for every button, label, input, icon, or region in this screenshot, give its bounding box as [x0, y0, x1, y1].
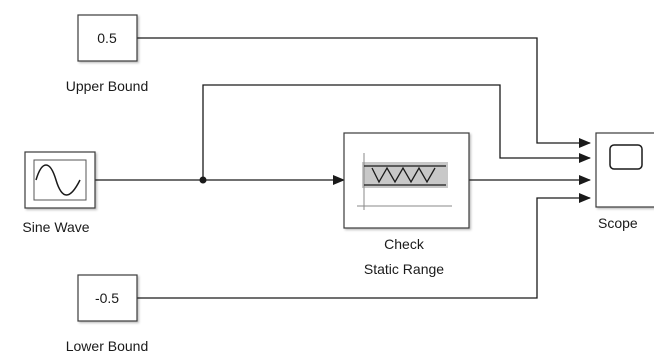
signal-lower-bound-to-scope[interactable] — [137, 193, 591, 299]
signal-lines — [95, 37, 591, 299]
sine-wave-icon — [33, 159, 87, 201]
branch-point — [199, 176, 207, 184]
signal-sine-branch-to-scope[interactable] — [202, 84, 591, 180]
check-static-range-label-line2: Static Range — [364, 261, 444, 277]
scope-label: Scope — [598, 215, 638, 231]
check-static-range-block[interactable] — [343, 132, 470, 229]
lower-bound-label: Lower Bound — [66, 338, 149, 354]
upper-bound-value: 0.5 — [97, 30, 117, 46]
signal-upper-bound-to-scope[interactable] — [137, 37, 591, 148]
scope-screen-icon — [609, 144, 643, 170]
static-range-icon — [357, 153, 452, 210]
lower-bound-value: -0.5 — [95, 290, 119, 306]
sine-wave-block[interactable] — [24, 151, 96, 209]
lower-bound-block[interactable]: -0.5 — [77, 274, 138, 322]
check-static-range-label-line1: Check — [384, 236, 425, 252]
scope-block[interactable] — [595, 132, 654, 208]
upper-bound-block[interactable]: 0.5 — [77, 14, 138, 62]
upper-bound-label: Upper Bound — [66, 78, 149, 94]
sine-wave-label: Sine Wave — [22, 219, 89, 235]
